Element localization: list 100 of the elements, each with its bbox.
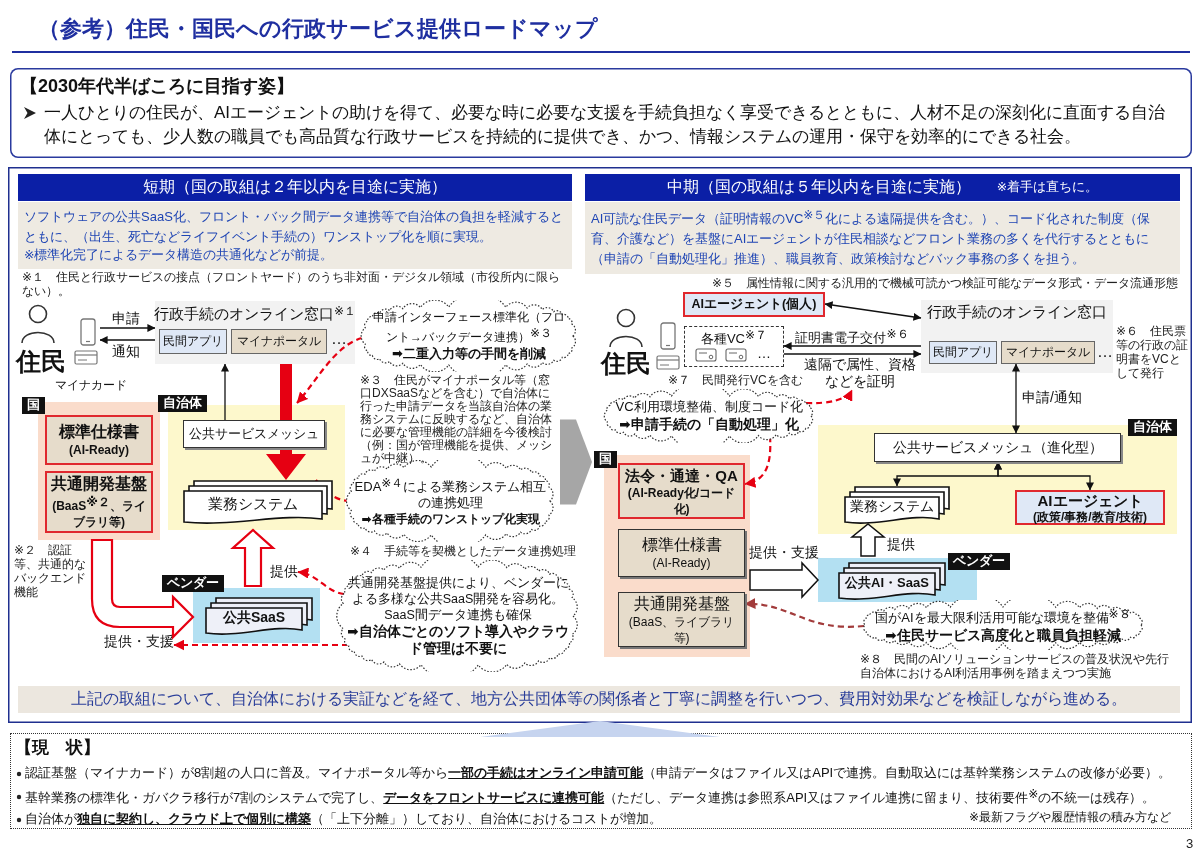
box-subtitle: (AI-Ready) (651, 555, 712, 571)
dashed-arrow (805, 389, 853, 405)
panel-title: 行政手続のオンライン窓口$^{※１}$ (153, 303, 357, 325)
ellipsis: … (1097, 343, 1113, 361)
block-arrow (266, 364, 306, 480)
bullet-text: 自治体が独自に契約し、クラウド上で個別に構築（「上下分離」）しており、自治体におけるコストが増加。 (25, 810, 662, 828)
annotation: 遠隔で属性、資格などを証明 (803, 357, 917, 390)
description-band (585, 202, 1180, 274)
component-box (45, 471, 153, 533)
block-arrow (90, 538, 195, 639)
dashed-arrow (296, 336, 363, 404)
arrow (1012, 363, 1020, 434)
edge-label: 提供・支援 (749, 545, 819, 562)
callout-text: 共通開発基盤提供により、ベンダーによる多様な公共SaaS開発を容易化。SaaS間データ連携も確保 (346, 575, 570, 623)
section-heading: 【2030年代半ばころに目指す姿】 (20, 75, 295, 98)
description-text: ソフトウェアの公共SaaS化、フロント・バック間データ連携等で自治体の負担を軽減するとともに、（出生、死亡などライフイベント手続の）ワンストップ化を順に実現。 (24, 208, 564, 246)
agent-box: AIエージェント(個人) (683, 292, 825, 317)
box-title: 共通開発基盤 (51, 473, 147, 494)
annotation: 提供・支援 (104, 633, 174, 650)
person-label: 住民 (600, 348, 652, 378)
callout-conclusion: ➡各種手続のワンストップ化実現 (361, 511, 540, 528)
box-title: 法令・通達・QA (625, 465, 738, 485)
edge-label: 申請 (112, 310, 140, 327)
group-tag: 国 (594, 451, 617, 468)
summary-band: 上記の取組について、自治体における実証などを経て、地方公共団体等の関係者と丁寧に調整を行いつつ、費用対効果などを検証しながら進める。 (18, 686, 1180, 713)
block-arrow (560, 419, 592, 505)
footnote: ※３ 住民がマイナポータル等（窓口DXSaaSなどを含む）で自治体に行った申請データを当該自治体の業務システムに反映するなど、自治体に必要な管理機能の詳細を今後検討（例：国が管理機能を提供、メッシュが中継）。 (360, 374, 553, 465)
arrow (994, 461, 1094, 491)
block-arrow (230, 528, 276, 588)
component-box (618, 529, 745, 577)
service-tile: 民間アプリ (159, 329, 227, 354)
ellipsis: … (757, 345, 771, 361)
arrow (221, 363, 229, 421)
section-heading: 【現 状】 (15, 737, 100, 759)
component-box (618, 463, 745, 519)
arrow (99, 336, 156, 344)
arrow (783, 342, 922, 350)
callout-box (10, 68, 1192, 158)
box-subtitle: (政策/事務/教育/技術) (1033, 509, 1147, 524)
group-tag: 国 (22, 397, 45, 414)
service-tile: マイナポータル (231, 329, 327, 354)
footnote: ※１ 住民と行政サービスの接点（フロントヤード）のうち非対面・デジタル領域（市役所内に限らない）。 (22, 271, 562, 298)
box-title: 共通開発基盤 (633, 593, 730, 614)
footnote: ※７ 民間発行VCを含む (668, 373, 803, 387)
mesh-box: 公共サービスメッシュ（進化型） (874, 433, 1121, 462)
dashed-arrow (744, 598, 865, 628)
window-panel (155, 301, 355, 364)
panel-title: 行政手続のオンライン窓口 (927, 303, 1107, 322)
dashed-arrow (297, 568, 345, 596)
service-tile: マイナポータル (1001, 341, 1095, 364)
dashed-arrow (173, 639, 348, 651)
group-panel (818, 419, 1177, 534)
box-title: 標準仕様書 (59, 422, 139, 442)
person-label: 住民 (14, 346, 67, 376)
group-panel (158, 395, 345, 530)
mesh-box: 公共サービスメッシュ (183, 420, 325, 448)
box-subtitle: (AI-Ready化/コード化) (626, 484, 737, 517)
cloud-callout (336, 560, 580, 672)
header-band: 短期（国の取組は２年以内を目途に実施） (18, 174, 572, 201)
footnote: ※４ 手続等を契機としたデータ連携処理 (350, 544, 577, 558)
component-box (618, 592, 745, 647)
footnote: ※最新フラグや履歴情報の積み方など (969, 810, 1172, 824)
box-title: 標準仕様書 (641, 535, 722, 555)
band-note: ※着手は直ちに。 (996, 179, 1099, 196)
callout-conclusion: ➡二重入力等の手間を削減 (392, 345, 546, 363)
box-subtitle: (BaaS、ライブラリ等) (627, 613, 736, 646)
paragraph: 一人ひとりの住民が、AIエージェントの助けを得て、必要な時に必要な支援を手続負担なく享受できるとともに、人材不足の深刻化に直面する自治体にとっても、少人数の職員でも高品質な行政サービスを持続的に提供でき、かつ、情報システムの運用・保守を効率的にできる社会。 (44, 102, 1167, 148)
callout-conclusion: ➡自治体ごとのソフト導入やクラウド管理は不要に (346, 623, 570, 657)
edge-label: 提供 (887, 536, 915, 553)
callout-conclusion: ➡申請手続の「自動処理」化 (619, 415, 799, 433)
arrow (783, 350, 922, 358)
page-title: （参考）住民・国民への行政サービス提供ロードマップ (38, 15, 598, 43)
component-box (45, 415, 153, 465)
agent-box (1015, 490, 1165, 525)
card-label: マイナカード (55, 378, 127, 392)
header-band (585, 174, 1180, 201)
credential-box (684, 326, 784, 367)
group-tag: ベンダー (948, 553, 1010, 570)
callout-text: VC利用環境整備、制度コード化 (615, 399, 803, 416)
window-panel (921, 300, 1113, 373)
description-band (18, 202, 572, 269)
block-arrow (849, 523, 887, 557)
footnote: ※２ 認証等、共通的なバックエンド機能 (14, 543, 87, 599)
page-number: 3 (1186, 836, 1194, 850)
ellipsis: … (331, 330, 347, 348)
group-tag: 自治体 (158, 395, 207, 412)
service-tile: 民間アプリ (929, 341, 997, 364)
footnote: ※８ 民間のAIソリューションサービスの普及状況や先行自治体におけるAI利活用事例を踏まえつつ実施 (860, 652, 1171, 680)
band-title: 中期（国の取組は５年以内を目途に実施） (666, 177, 971, 197)
panel (8, 167, 1192, 723)
edge-label: 通知 (112, 343, 140, 360)
group-tag: ベンダー (162, 575, 224, 592)
bullet-text: 認証基盤（マイナカード）が8割超の人口に普及。マイナポータル等から一部の手続はオンライン申請可能（申請データはファイル又はAPIで連携。自動取込には基幹業務システムの改修が必要）。 (25, 764, 1172, 782)
footnote: ※６ 住民票等の行政の証明書をVCとして発行 (1116, 324, 1189, 380)
annotation: 提供 (270, 563, 298, 580)
box-subtitle: (AI-Ready) (68, 442, 130, 458)
arrow (99, 324, 156, 332)
footnote: ※５ 属性情報に関する汎用的で機械可読かつ検証可能なデータ形式・データ流通形態 (712, 276, 1179, 290)
edge-label: 申請/通知 (1022, 389, 1082, 406)
callout-conclusion: ➡住民サービス高度化と職員負担軽減 (885, 626, 1121, 644)
